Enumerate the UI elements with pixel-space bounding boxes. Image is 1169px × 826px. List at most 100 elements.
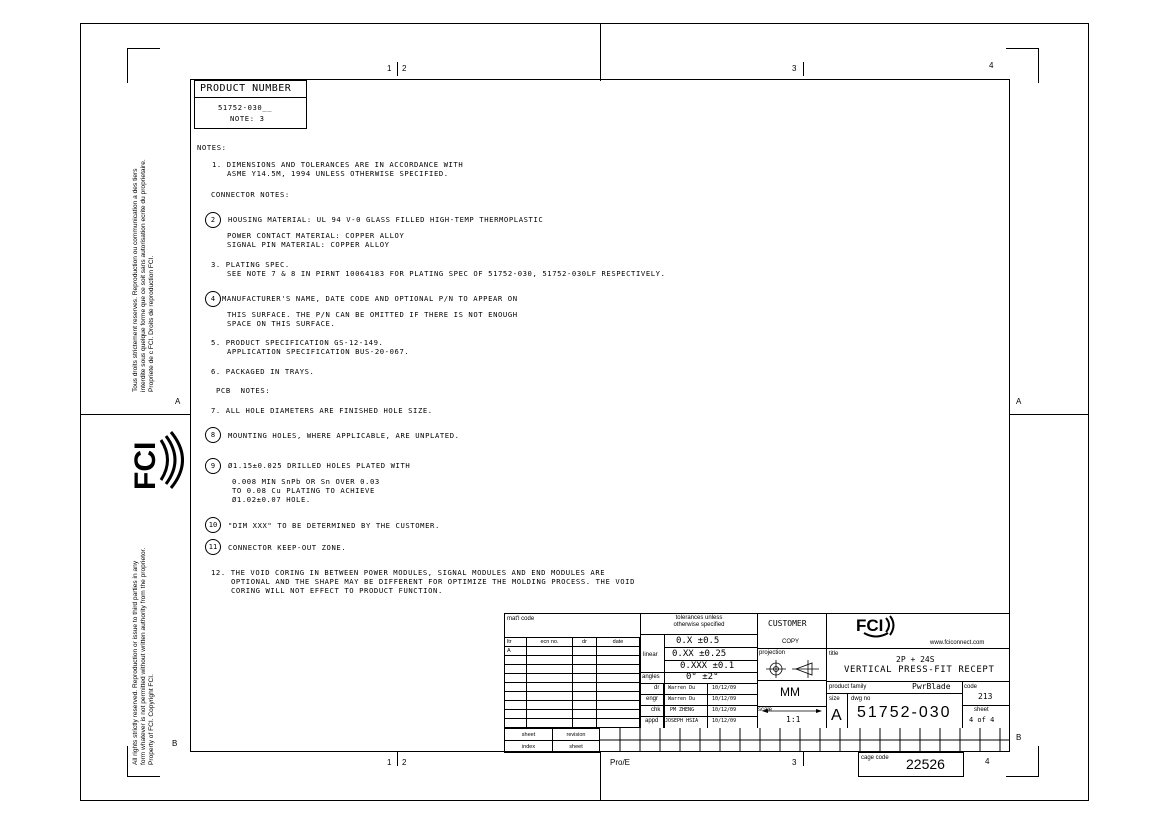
connector-notes-heading: CONNECTOR NOTES: — [211, 190, 290, 199]
zone-bottom-3: 3 — [792, 758, 797, 767]
role-chk: chk — [651, 707, 661, 713]
title-line-1: 2P + 24S — [896, 655, 935, 664]
zone-left-b: B — [172, 739, 178, 748]
signature-rows: dr engr chk appd Warren Du Warren Du PM … — [640, 683, 757, 728]
note-12b: OPTIONAL AND THE SHAPE MAY BE DIFFERENT … — [231, 577, 636, 586]
note-9c: TO 0.08 Cu PLATING TO ACHIEVE — [232, 486, 375, 495]
sheet-label-2: sheet — [552, 740, 600, 753]
note-3b: SEE NOTE 7 & 8 IN PIRNT 10064183 FOR PLA… — [227, 269, 666, 278]
note-11-balloon: 11 — [205, 539, 221, 555]
matl-code-label: mat'l code — [507, 616, 535, 622]
note-1a: 1. DIMENSIONS AND TOLERANCES ARE IN ACCO… — [212, 160, 464, 169]
customer-label: CUSTOMER — [768, 619, 807, 628]
rev-col-date: date — [596, 637, 640, 647]
product-number-note: NOTE: 3 — [230, 114, 265, 123]
zone-divider — [600, 752, 601, 801]
scale-label: scale — [758, 707, 773, 713]
zone-bottom-1: 1 — [387, 758, 392, 767]
crop-mark-tr — [1006, 48, 1039, 83]
drawing-frame — [190, 79, 1010, 752]
sheet-count-label: sheet — [974, 707, 989, 713]
pcb-notes-heading: PCB NOTES: — [216, 386, 271, 395]
angles-label: angles — [642, 674, 660, 680]
note-8: MOUNTING HOLES, WHERE APPLICABLE, ARE UN… — [228, 431, 460, 440]
tolerances-label: tolerances unless otherwise specified — [673, 615, 725, 629]
zone-top-1: 1 — [387, 64, 392, 73]
date-appd: 10/12/09 — [712, 718, 737, 724]
code-label: code — [964, 684, 978, 690]
zone-top-2: 2 — [402, 64, 407, 73]
note-2-balloon: 2 — [205, 212, 221, 228]
linear-label: linear — [643, 652, 658, 658]
role-appd: appd — [645, 718, 659, 724]
zone-tick — [397, 62, 398, 76]
date-engr: 10/12/09 — [712, 696, 737, 702]
product-number-box — [194, 80, 307, 129]
note-12a: 12. THE VOID CORING IN BETWEEN POWER MOD… — [211, 568, 606, 577]
cage-code-value: 22526 — [906, 756, 945, 772]
rev-dr-value — [572, 646, 597, 656]
zone-divider — [80, 414, 190, 415]
zone-right-b: B — [1016, 733, 1022, 742]
name-engr: Warren Du — [668, 696, 696, 702]
note-2b: POWER CONTACT MATERIAL: COPPER ALLOY — [227, 231, 405, 240]
note-4a: MANUFACTURER'S NAME, DATE CODE AND OPTIO… — [222, 294, 518, 303]
sheet-revision-table: sheet revision index sheet — [504, 728, 600, 753]
note-5a: 5. PRODUCT SPECIFICATION GS-12-149. — [211, 338, 384, 347]
note-8-balloon: 8 — [205, 427, 221, 443]
software-label: Pro/E — [610, 758, 631, 767]
product-number-header: PRODUCT NUMBER — [200, 83, 292, 94]
zone-tick — [803, 752, 804, 766]
role-dr: dr — [654, 685, 660, 691]
name-chk: PM ZHENG — [670, 707, 695, 713]
tol-x: 0.X ±0.5 — [676, 636, 720, 646]
name-dr: Warren Du — [668, 685, 696, 691]
tol-xxx: 0.XXX ±0.1 — [680, 661, 735, 671]
rev-ecn-value — [526, 646, 573, 656]
fci-logo-vertical: FCI — [124, 424, 184, 494]
note-2a: HOUSING MATERIAL: UL 94 V-0 GLASS FILLED… — [228, 215, 544, 224]
title-line-2: VERTICAL PRESS-FIT RECEPT — [844, 665, 995, 675]
third-angle-projection-icon — [766, 659, 820, 679]
cage-code-label: cage code — [861, 755, 889, 761]
product-family-label: product family — [829, 684, 867, 690]
tol-xx: 0.XX ±0.25 — [672, 649, 727, 659]
dwg-no-value: 51752-030 — [857, 704, 952, 721]
zone-top-3: 3 — [792, 64, 797, 73]
note-7: 7. ALL HOLE DIAMETERS ARE FINISHED HOLE … — [211, 406, 433, 415]
notes-heading: NOTES: — [197, 143, 227, 152]
name-appd: JOSEPH HSIA — [665, 718, 699, 724]
fci-logo: FCI — [856, 615, 896, 641]
projection-label: projection — [759, 650, 786, 656]
rev-ltr-value: A — [504, 646, 527, 656]
revision-label: revision — [552, 728, 600, 741]
title-label: title — [829, 651, 839, 657]
zone-left-a: A — [175, 397, 181, 406]
rev-col-ltr: ltr — [504, 637, 527, 647]
crop-mark-bl — [127, 746, 160, 777]
website-label: www.fciconnect.com — [930, 640, 985, 646]
note-12c: CORING WILL NOT EFFECT TO PRODUCT FUNCTI… — [231, 586, 443, 595]
note-9a: Ø1.15±0.025 DRILLED HOLES PLATED WITH — [228, 461, 411, 470]
zone-divider — [600, 23, 601, 81]
note-9b: 0.008 MIN SnPb OR Sn OVER 0.03 — [232, 477, 380, 486]
zone-tick — [803, 62, 804, 76]
copy-label: COPY — [782, 639, 800, 645]
note-9d: Ø1.02±0.07 HOLE. — [232, 495, 311, 504]
side-copyright-french: Tous droits strictement reserves. Reprod… — [132, 159, 156, 392]
note-11: CONNECTOR KEEP-OUT ZONE. — [228, 543, 347, 552]
zone-divider — [1009, 414, 1089, 415]
rev-col-dr: dr — [572, 637, 597, 647]
note-10: "DIM XXX" TO BE DETERMINED BY THE CUSTOM… — [228, 521, 440, 530]
sheet-border — [80, 23, 1089, 801]
cage-code-box — [858, 752, 964, 777]
zone-top-4: 4 — [989, 61, 994, 70]
units-label: MM — [780, 685, 800, 699]
zone-bottom-4: 4 — [985, 757, 990, 766]
rev-col-ecn: ecn no. — [526, 637, 573, 647]
code-value: 213 — [978, 692, 993, 701]
index-label: index — [504, 740, 553, 753]
note-5b: APPLICATION SPECIFICATION BUS-20-067. — [227, 347, 410, 356]
note-1b: ASME Y14.5M, 1994 UNLESS OTHERWISE SPECI… — [227, 169, 449, 178]
zone-bottom-2: 2 — [402, 758, 407, 767]
